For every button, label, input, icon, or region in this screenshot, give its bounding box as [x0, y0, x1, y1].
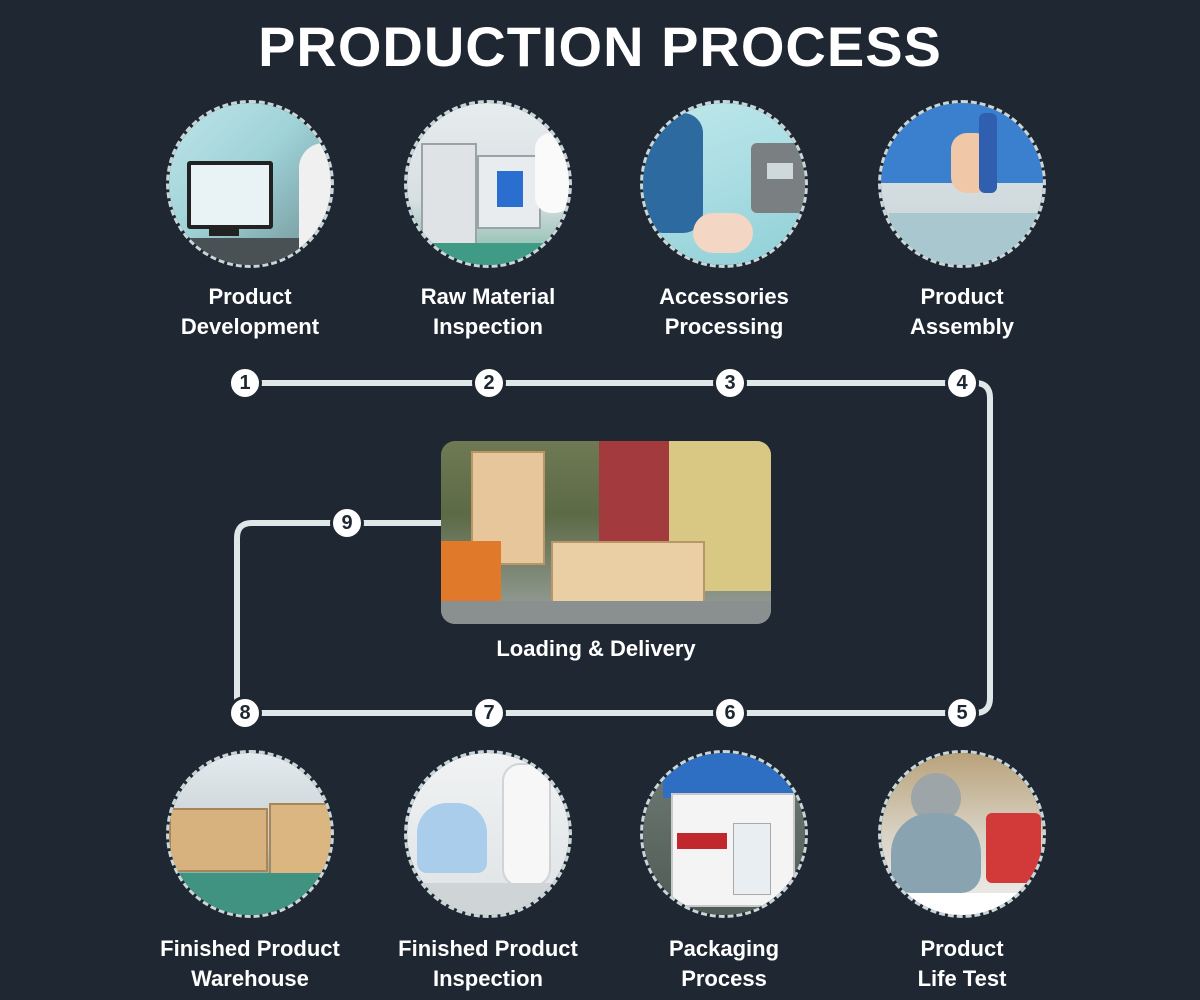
step-7-label-line1: Finished Product [398, 936, 578, 961]
step-8-label-line2: Warehouse [191, 966, 309, 991]
step-finished-product-inspection: Finished Product Inspection [368, 750, 608, 994]
step-6-label-line2: Process [681, 966, 767, 991]
step-6-label-line1: Packaging [668, 936, 780, 961]
raw-material-inspection-photo [404, 100, 572, 268]
product-assembly-photo [878, 100, 1046, 268]
step-6-badge: 6 [713, 696, 747, 730]
step-accessories-processing: Accessories Processing [604, 100, 844, 342]
step-1-label-line2: Development [180, 314, 320, 339]
step-product-assembly: Product Assembly [842, 100, 1082, 342]
step-2-label-line2: Inspection [432, 314, 543, 339]
step-1-badge: 1 [228, 366, 262, 400]
step-7-badge: 7 [472, 696, 506, 730]
product-life-test-photo [878, 750, 1046, 918]
step-8-label-line1: Finished Product [160, 936, 340, 961]
loading-delivery-photo [441, 441, 771, 624]
step-5-label-line2: Life Test [917, 966, 1007, 991]
step-packaging-process: Packaging Process [604, 750, 844, 994]
step-product-life-test: Product Life Test [842, 750, 1082, 994]
product-development-photo [166, 100, 334, 268]
page-title: PRODUCTION PROCESS [258, 15, 942, 78]
step-2-badge: 2 [472, 366, 506, 400]
step-4-label-line1: Product [920, 284, 1004, 309]
step-8-badge: 8 [228, 696, 262, 730]
step-finished-product-warehouse: Finished Product Warehouse [130, 750, 370, 994]
step-2-label-line1: Raw Material [420, 284, 556, 309]
step-4-badge: 4 [945, 366, 979, 400]
step-5-badge: 5 [945, 696, 979, 730]
step-1-label-line1: Product [208, 284, 292, 309]
step-3-badge: 3 [713, 366, 747, 400]
step-raw-material-inspection: Raw Material Inspection [368, 100, 608, 342]
step-7-label-line2: Inspection [432, 966, 543, 991]
packaging-process-photo [640, 750, 808, 918]
step-9-label: Loading & Delivery [496, 636, 696, 661]
step-9-badge: 9 [330, 506, 364, 540]
step-3-label-line2: Processing [664, 314, 784, 339]
step-4-label-line2: Assembly [910, 314, 1014, 339]
step-product-development: Product Development [130, 100, 370, 342]
finished-product-warehouse-photo [166, 750, 334, 918]
finished-product-inspection-photo [404, 750, 572, 918]
step-3-label-line1: Accessories [659, 284, 789, 309]
step-5-label-line1: Product [920, 936, 1004, 961]
accessories-processing-photo [640, 100, 808, 268]
